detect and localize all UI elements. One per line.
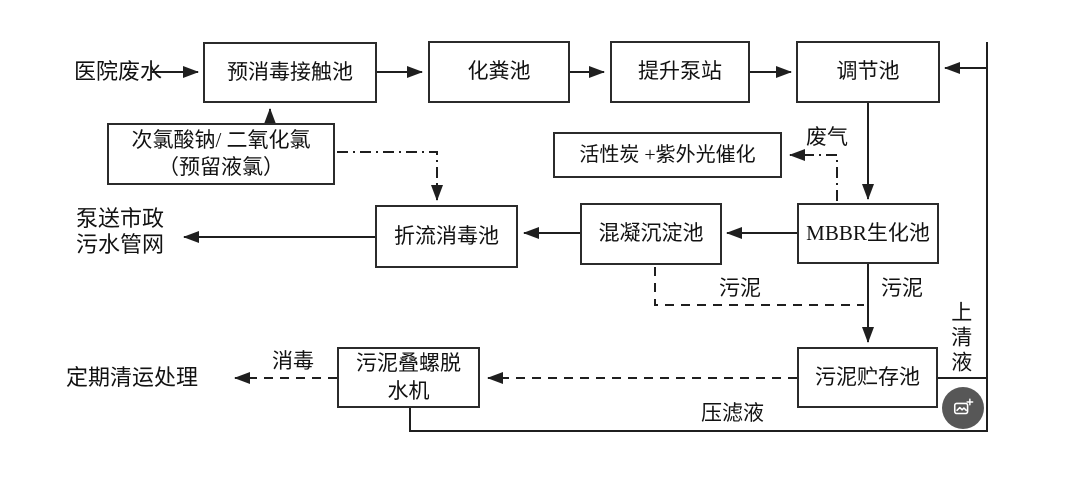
edit-image-icon [953,398,974,415]
node-chlorine-dosing: 次氯酸钠/ 二氧化氯 （预留液氯） [107,123,335,185]
label-municipal-sewer: 泵送市政 污水管网 [76,206,165,257]
node-coagulation-sedimentation-tank: 混凝沉淀池 [580,203,722,265]
node-activated-carbon-uv: 活性炭 +紫外光催化 [553,132,782,178]
label-waste-gas: 废气 [806,125,848,149]
node-pre-disinfection-tank: 预消毒接触池 [203,42,377,103]
node-mbbr-tank: MBBR生化池 [797,203,939,264]
label-hospital-wastewater: 医院废水 [74,59,163,84]
edge-chlorine-to-baffle [337,151,443,201]
label-periodic-disposal: 定期清运处理 [66,365,199,390]
node-sludge-storage-tank: 污泥贮存池 [797,347,938,408]
node-lift-pump-station: 提升泵站 [610,41,750,103]
label-supernatant: 上清液 [948,301,973,376]
edit-image-button[interactable] [942,387,984,429]
node-septic-tank: 化粪池 [428,41,570,103]
edge-coagulation-sludge [654,267,864,306]
label-sludge-coagulation: 污泥 [719,276,761,300]
label-sludge-mbbr: 污泥 [881,276,923,300]
edge-wastegas-to-carbon [789,149,838,201]
line-filtrate-return [409,408,986,432]
label-filtrate: 压滤液 [701,401,764,425]
node-regulation-tank: 调节池 [796,41,940,103]
label-disinfection: 消毒 [272,349,314,373]
node-baffled-disinfection-tank: 折流消毒池 [375,205,518,268]
node-sludge-dewatering-machine: 污泥叠螺脱 水机 [337,347,480,408]
